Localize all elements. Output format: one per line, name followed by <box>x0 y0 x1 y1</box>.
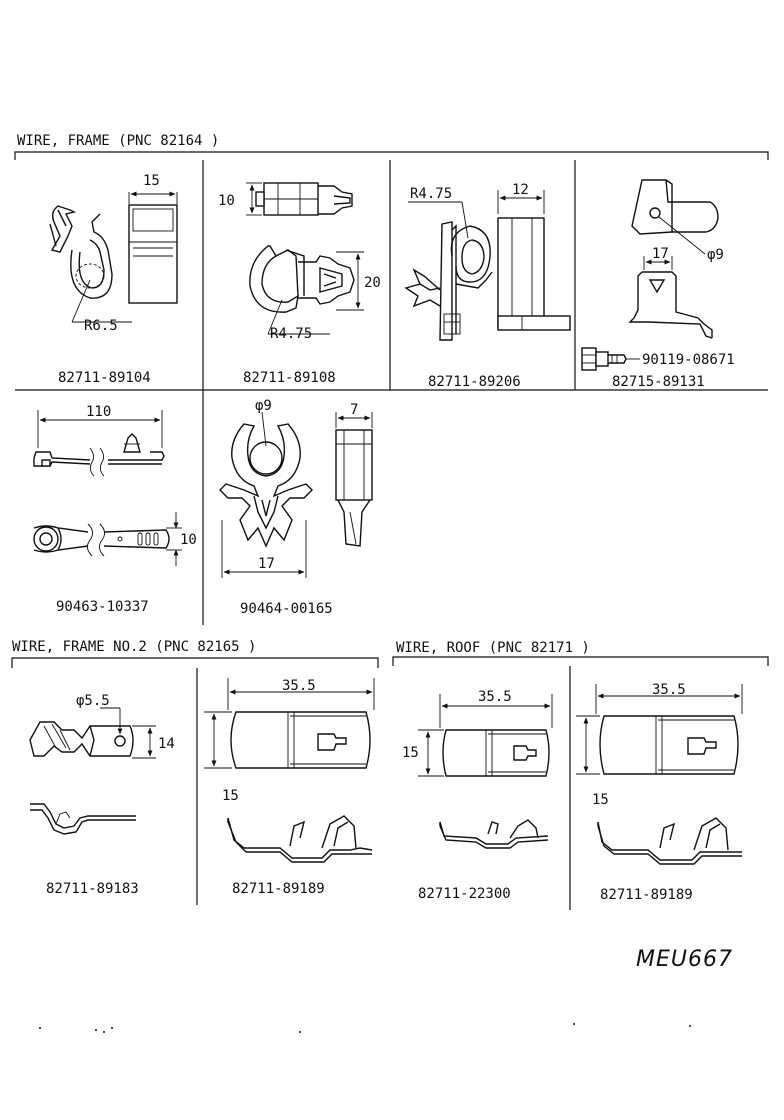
p5-height-dimension: 10 <box>180 532 197 548</box>
p6-hole-diameter: φ9 <box>255 398 272 414</box>
p9-height-dimension: 15 <box>402 745 419 761</box>
section-frame-pnc-82164 <box>14 151 769 625</box>
p4-width-dimension: 17 <box>652 246 669 262</box>
drawing-id-stamp: MEU667 <box>636 947 733 972</box>
p7-height-dimension: 14 <box>158 736 175 752</box>
part-82711-89108-drawing <box>246 182 364 335</box>
p3-radius-label: R4.75 <box>410 186 452 202</box>
section-heading-wire-frame: WIRE, FRAME (PNC 82164 ) <box>17 133 219 149</box>
p9-part-number: 82711-22300 <box>418 886 511 902</box>
p1-width-dimension: 15 <box>143 173 160 189</box>
p9-length-dimension: 35.5 <box>478 689 512 705</box>
p4-bolt-part-number: 90119-08671 <box>642 352 735 368</box>
p8-height-dimension: 15 <box>222 788 239 804</box>
section-heading-wire-frame-no2: WIRE, FRAME NO.2 (PNC 82165 ) <box>12 639 256 655</box>
section-frame-pnc-82165 <box>11 657 379 905</box>
part-90464-00165-drawing <box>219 411 373 578</box>
section-frame-pnc-82171 <box>392 656 769 910</box>
p10-height-dimension: 15 <box>592 792 609 808</box>
part-82711-22300-drawing <box>418 694 553 849</box>
scan-specks <box>39 1023 691 1033</box>
p5-length-dimension: 110 <box>86 404 111 420</box>
p3-part-number: 82711-89206 <box>428 374 521 390</box>
p6-width-dimension: 17 <box>258 556 275 572</box>
p2-height-dimension: 10 <box>218 193 235 209</box>
p2-radius-label: R4.75 <box>270 326 312 342</box>
p3-width-dimension: 12 <box>512 182 529 198</box>
p7-hole-diameter: φ5.5 <box>76 693 110 709</box>
p1-radius-label: R6.5 <box>84 318 118 334</box>
section-heading-wire-roof: WIRE, ROOF (PNC 82171 ) <box>396 640 590 656</box>
part-82715-89131-drawing <box>581 179 719 371</box>
part-82711-89189-roof-drawing <box>576 684 743 865</box>
part-82711-89183-drawing <box>29 707 156 835</box>
p2-part-number: 82711-89108 <box>243 370 336 386</box>
p4-hole-diameter: φ9 <box>707 247 724 263</box>
part-90463-10337-drawing <box>33 410 182 566</box>
part-82711-89104-drawing <box>49 191 178 323</box>
p6-part-number: 90464-00165 <box>240 601 333 617</box>
p5-part-number: 90463-10337 <box>56 599 149 615</box>
p6-thickness-dimension: 7 <box>350 402 358 418</box>
p1-part-number: 82711-89104 <box>58 370 151 386</box>
p7-part-number: 82711-89183 <box>46 881 139 897</box>
part-82711-89189-drawing <box>204 678 375 863</box>
part-82711-89206-drawing <box>404 190 571 341</box>
p10-part-number: 82711-89189 <box>600 887 693 903</box>
p4-part-number: 82715-89131 <box>612 374 705 390</box>
p8-length-dimension: 35.5 <box>282 678 316 694</box>
p8-part-number: 82711-89189 <box>232 881 325 897</box>
p10-length-dimension: 35.5 <box>652 682 686 698</box>
p2-side-dimension: 20 <box>364 275 381 291</box>
